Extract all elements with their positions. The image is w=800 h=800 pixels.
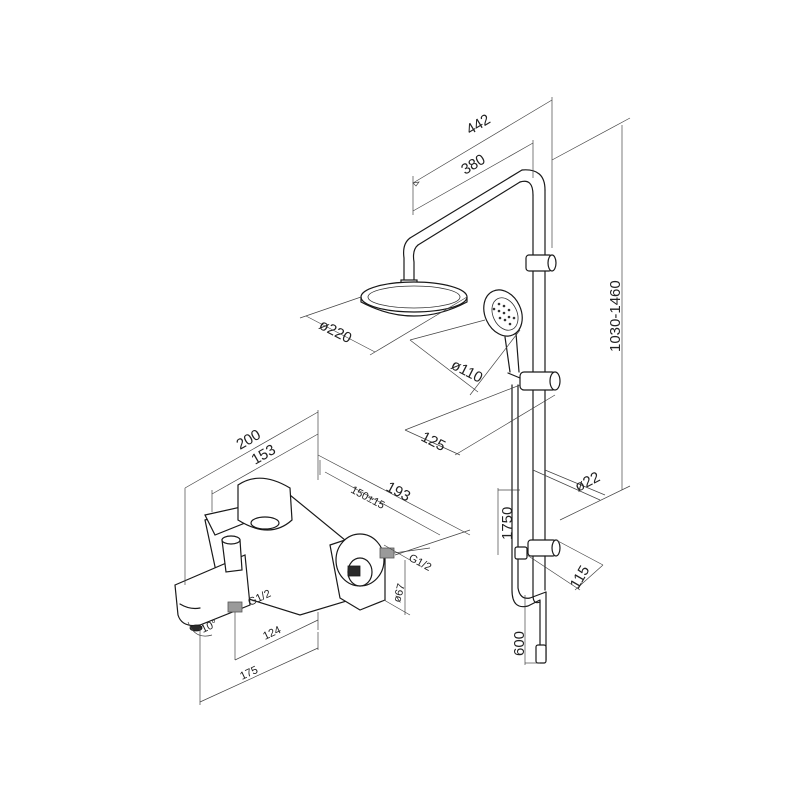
dim-67: ø67 (383, 544, 411, 616)
dim-1750-label: 1750 (499, 507, 516, 540)
bath-mixer (174, 477, 395, 632)
hand-shower (483, 289, 523, 373)
dim-1030-1460: 1030-1460 (551, 117, 631, 521)
dim-600: 600 (511, 595, 540, 665)
dim-150-15: 150±15 (324, 471, 441, 536)
dim-110-label: ø110 (448, 356, 485, 386)
rain-shower-head (360, 281, 468, 317)
dim-600-label: 600 (511, 631, 528, 656)
upper-bracket (525, 254, 557, 272)
dim-g12-right-label: G1/2 (407, 552, 434, 574)
dim-g12-right: G1/2 (393, 547, 434, 574)
dim-67-label: ø67 (391, 582, 408, 603)
dim-220-label: ø220 (316, 316, 354, 347)
dim-175: 175 (199, 628, 319, 705)
dim-442: 442 (412, 97, 553, 248)
dim-22-label: ø22 (572, 469, 603, 496)
dim-124-label: 124 (261, 624, 283, 643)
dim-442-label: 442 (463, 111, 493, 138)
slider-holder (507, 371, 561, 391)
dim-115-label: 115 (567, 563, 594, 592)
lower-bracket (514, 539, 561, 604)
shower-hose (511, 384, 547, 664)
dim-1030-1460-label: 1030-1460 (607, 280, 624, 352)
dim-1750: 1750 (497, 488, 520, 555)
dim-175-label: 175 (238, 664, 260, 683)
dim-193-label: 193 (383, 479, 413, 506)
dim-380-label: 380 (458, 151, 488, 178)
dim-124: 124 (234, 612, 319, 661)
dim-22: ø22 (532, 469, 606, 501)
dim-125-label: 125 (418, 428, 448, 455)
